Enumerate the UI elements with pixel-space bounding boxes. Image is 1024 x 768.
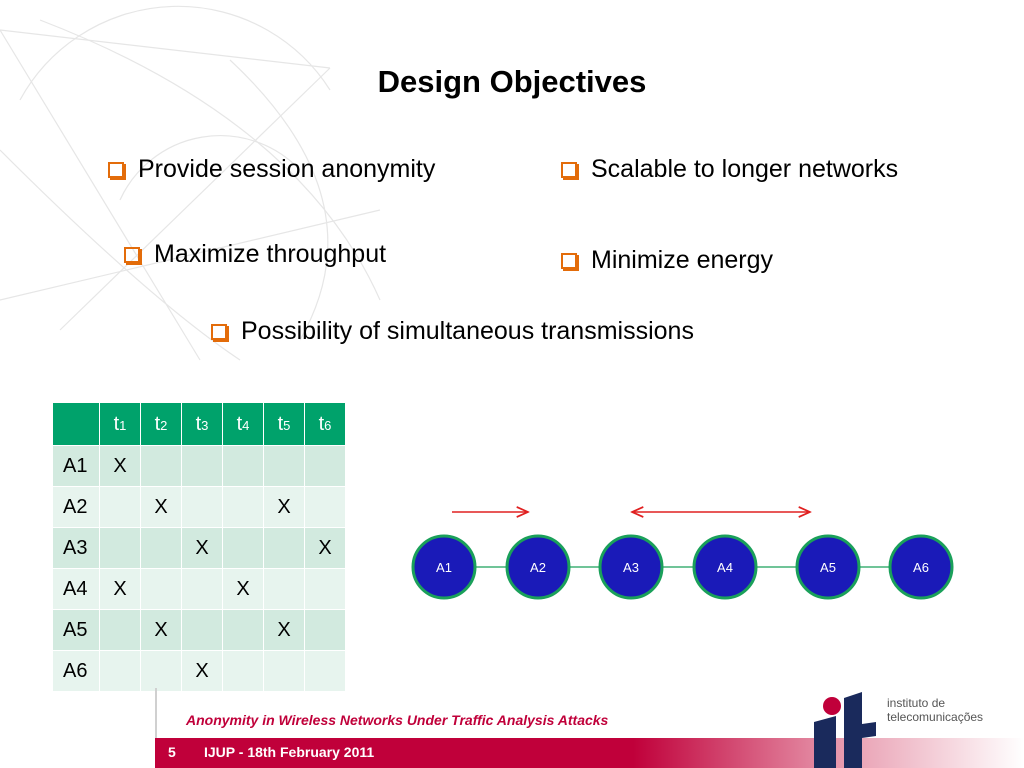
table-cell: X: [99, 568, 141, 610]
bullet-simultaneous: Possibility of simultaneous transmission…: [211, 317, 694, 346]
table-cell: [263, 445, 305, 487]
row-label: A6: [52, 650, 100, 692]
row-label: A4: [52, 568, 100, 610]
table-cell: [304, 445, 346, 487]
page-title: Design Objectives: [377, 64, 647, 99]
table-cell: [222, 650, 264, 692]
table-cell: [140, 568, 182, 610]
table-row: A2 X X: [52, 486, 346, 528]
bullet-text: Provide session anonymity: [138, 155, 436, 183]
bullet-throughput: Maximize throughput: [124, 240, 386, 269]
table-row: A6 X: [52, 650, 346, 692]
bullet-energy: Minimize energy: [561, 246, 773, 275]
svg-text:A5: A5: [820, 560, 836, 575]
table-row: A4 X X: [52, 568, 346, 610]
node-a6: A6: [888, 534, 954, 600]
row-label: A2: [52, 486, 100, 528]
table-cell: X: [222, 568, 264, 610]
talk-title: Anonymity in Wireless Networks Under Tra…: [186, 712, 609, 728]
svg-text:A3: A3: [623, 560, 639, 575]
table-cell: [263, 568, 305, 610]
conference-label: IJUP - 18th February 2011: [204, 744, 375, 760]
table-cell: X: [181, 527, 223, 569]
svg-text:A2: A2: [530, 560, 546, 575]
table-cell: [181, 568, 223, 610]
table-cell: X: [140, 609, 182, 651]
table-header-cell: t2: [140, 402, 182, 446]
table-cell: [181, 609, 223, 651]
table-header-row: t1 t2 t3 t4 t5 t6: [52, 402, 346, 446]
table-cell: [140, 445, 182, 487]
table-header-cell: t3: [181, 402, 223, 446]
table-cell: [304, 609, 346, 651]
svg-text:A1: A1: [436, 560, 452, 575]
node-a3: A3: [598, 534, 664, 600]
node-a1: A1: [411, 534, 477, 600]
svg-text:A4: A4: [717, 560, 733, 575]
table-cell: [140, 527, 182, 569]
table-cell: [181, 445, 223, 487]
page-number: 5: [168, 744, 176, 760]
row-label: A5: [52, 609, 100, 651]
table-cell: [222, 445, 264, 487]
checkbox-bullet-icon: [124, 246, 140, 263]
table-cell: [181, 486, 223, 528]
table-header-cell: t5: [263, 402, 305, 446]
table-cell: [222, 527, 264, 569]
logo-text: instituto de telecomunicações: [887, 696, 984, 724]
node-chain-diagram: A1 A2 A3 A4 A5 A6: [411, 490, 954, 600]
checkbox-bullet-icon: [561, 252, 577, 269]
table-cell: [99, 527, 141, 569]
checkbox-bullet-icon: [561, 161, 577, 178]
table-cell: [99, 650, 141, 692]
table-row: A1 X: [52, 445, 346, 487]
table-header-cell: t1: [99, 402, 141, 446]
table-cell: X: [263, 609, 305, 651]
svg-text:A6: A6: [913, 560, 929, 575]
table-row: A3 X X: [52, 527, 346, 569]
bullet-text: Minimize energy: [591, 246, 774, 274]
table-header-cell: t6: [304, 402, 346, 446]
table-cell: X: [99, 445, 141, 487]
table-cell: X: [263, 486, 305, 528]
checkbox-bullet-icon: [211, 323, 227, 340]
bullet-session-anonymity: Provide session anonymity: [108, 155, 435, 184]
table-cell: [304, 486, 346, 528]
row-label: A1: [52, 445, 100, 487]
table-cell: [222, 486, 264, 528]
footer-band: [155, 738, 1024, 768]
table-header-cell: t4: [222, 402, 264, 446]
bullet-text: Maximize throughput: [154, 240, 387, 268]
table-cell: [99, 609, 141, 651]
table-cell: X: [304, 527, 346, 569]
table-cell: [222, 609, 264, 651]
footer-divider: [155, 688, 157, 768]
bullet-text: Possibility of simultaneous transmission…: [241, 317, 694, 345]
node-a2: A2: [505, 534, 571, 600]
bullet-scalable: Scalable to longer networks: [561, 155, 898, 184]
node-a4: A4: [692, 534, 758, 600]
table-cell: [140, 650, 182, 692]
table-cell: X: [181, 650, 223, 692]
node-a5: A5: [795, 534, 861, 600]
table-cell: [263, 650, 305, 692]
table-row: A5 X X: [52, 609, 346, 651]
it-logo-icon: [814, 692, 876, 768]
table-cell: [263, 527, 305, 569]
schedule-table: t1 t2 t3 t4 t5 t6 A1 X A2 X X A3: [52, 402, 346, 692]
table-cell: [99, 486, 141, 528]
table-cell: [304, 568, 346, 610]
checkbox-bullet-icon: [108, 161, 124, 178]
table-cell: [304, 650, 346, 692]
bullet-text: Scalable to longer networks: [591, 155, 899, 183]
table-cell: X: [140, 486, 182, 528]
row-label: A3: [52, 527, 100, 569]
table-corner-cell: [52, 402, 100, 446]
